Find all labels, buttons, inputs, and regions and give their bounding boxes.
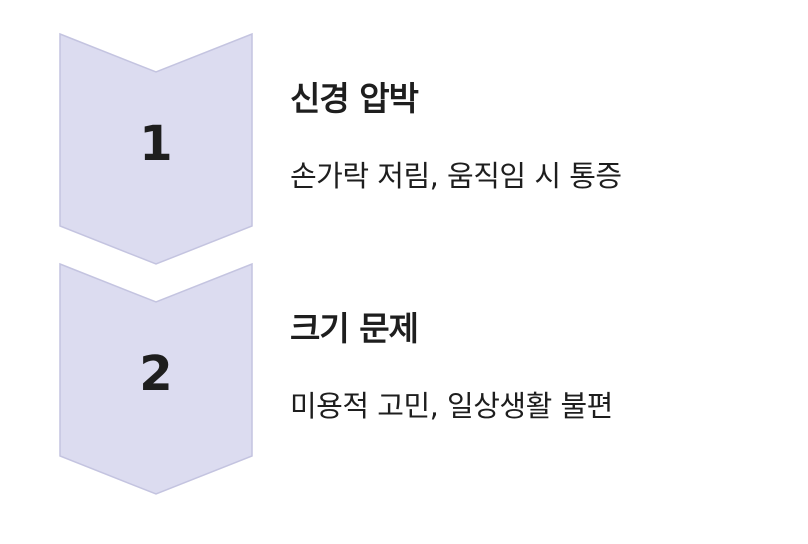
step-1-chevron xyxy=(59,32,253,265)
step-description: 손가락 저림, 움직임 시 통증 xyxy=(290,159,622,193)
step-number: 1 xyxy=(139,116,173,172)
step-description: 미용적 고민, 일상생활 불편 xyxy=(290,389,613,423)
step-title: 신경 압박 xyxy=(290,79,419,118)
step-number: 2 xyxy=(139,346,173,402)
step-2-chevron xyxy=(59,262,253,495)
step-title: 크기 문제 xyxy=(290,309,419,348)
